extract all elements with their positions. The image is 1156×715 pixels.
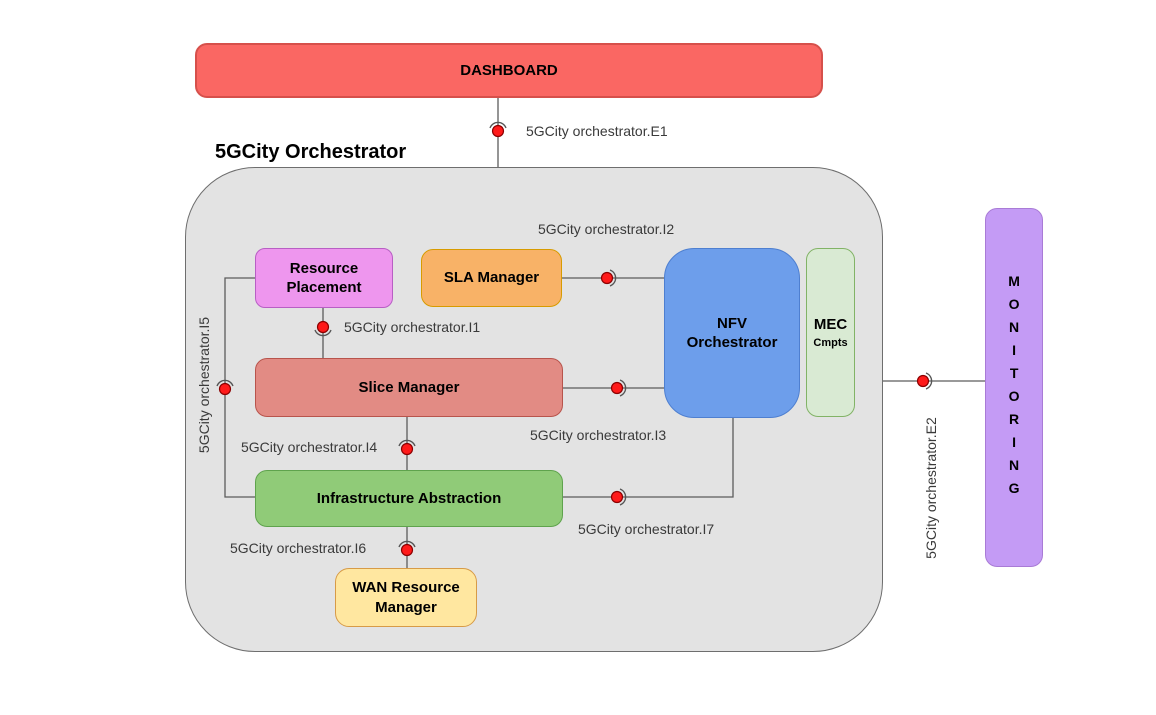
node-infrastructure-abstraction: Infrastructure Abstraction xyxy=(255,470,563,527)
node-nfv-orchestrator: NFV Orchestrator xyxy=(664,248,800,418)
wan-resource-manager-label: WAN Resource Manager xyxy=(352,579,460,616)
edge-label-e2: 5GCity orchestrator.E2 xyxy=(923,417,939,559)
monitoring-label: MONITORING xyxy=(1006,272,1023,503)
edge-label-e1: 5GCity orchestrator.E1 xyxy=(526,123,668,139)
sla-manager-label: SLA Manager xyxy=(443,269,540,287)
edge-label-i7: 5GCity orchestrator.I7 xyxy=(578,521,715,537)
node-wan-resource-manager: WAN Resource Manager xyxy=(335,568,477,627)
mec-label: MEC xyxy=(813,316,848,334)
edge-label-i5: 5GCity orchestrator.I5 xyxy=(196,316,212,454)
node-resource-placement: Resource Placement xyxy=(255,248,393,308)
infrastructure-abstraction-label: Infrastructure Abstraction xyxy=(316,489,502,507)
node-sla-manager: SLA Manager xyxy=(421,249,562,307)
connection-point-e1-icon xyxy=(489,121,507,138)
edge-label-i4: 5GCity orchestrator.I4 xyxy=(241,439,378,455)
diagram-title: 5GCity Orchestrator xyxy=(215,141,407,163)
edge-label-i6: 5GCity orchestrator.I6 xyxy=(230,540,367,556)
edge-label-i1: 5GCity orchestrator.I1 xyxy=(344,319,481,335)
node-dashboard: DASHBOARD xyxy=(195,43,823,98)
dashboard-label: DASHBOARD xyxy=(460,61,558,79)
edge-label-i3: 5GCity orchestrator.I3 xyxy=(530,427,667,443)
node-mec-cmpts: MEC Cmpts xyxy=(806,248,855,417)
node-slice-manager: Slice Manager xyxy=(255,358,563,417)
edge-label-i2: 5GCity orchestrator.I2 xyxy=(538,221,675,237)
slice-manager-label: Slice Manager xyxy=(358,378,460,396)
resource-placement-label: Resource Placement xyxy=(286,259,362,297)
mec-sublabel: Cmpts xyxy=(813,336,848,349)
nfv-orchestrator-label: NFV Orchestrator xyxy=(686,314,778,352)
node-monitoring: MONITORING xyxy=(985,208,1043,567)
